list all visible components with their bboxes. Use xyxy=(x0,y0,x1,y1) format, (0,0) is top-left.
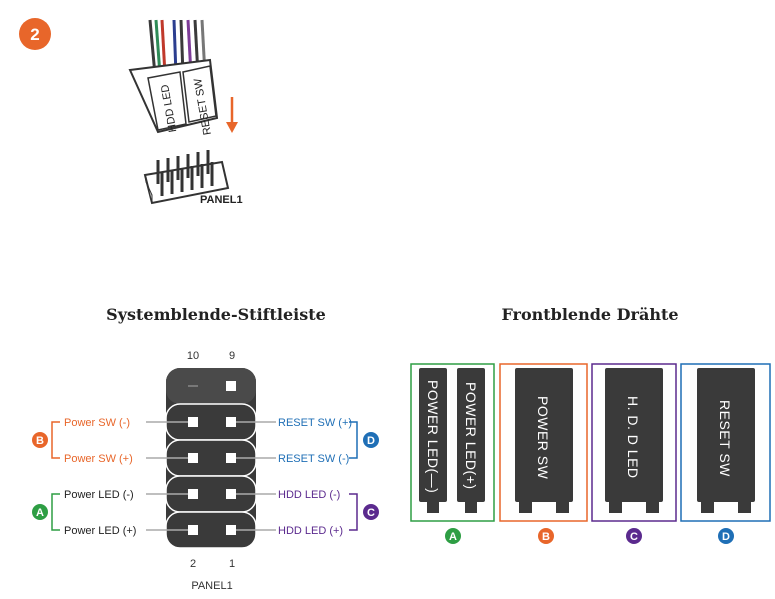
connector-reset-sw: RESET SW xyxy=(717,400,733,477)
badge-c-right xyxy=(626,528,642,544)
connector-power-led-minus: POWER LED(—) xyxy=(419,368,447,513)
pin-9 xyxy=(226,381,236,391)
badge-b-right xyxy=(538,528,554,544)
badge-c: C xyxy=(363,504,379,520)
lead-hdd-led-plus: HDD LED (+) xyxy=(278,525,343,537)
lead-power-led-plus: Power LED (+) xyxy=(64,525,136,537)
connector-power-led-plus: POWER LED(+) xyxy=(457,368,485,513)
pin xyxy=(226,417,236,427)
group-c-hdd-led: H. D. D LED C xyxy=(591,363,677,544)
svg-text:B: B xyxy=(36,435,44,447)
badge-d: D xyxy=(363,432,379,448)
group-d-reset-sw: RESET SW D xyxy=(680,363,771,544)
lead-reset-sw-plus: RESET SW (+) xyxy=(278,417,352,429)
left-lead-lines xyxy=(146,421,188,531)
pinout-title: Systemblende-Stiftleiste xyxy=(106,305,326,324)
badge-b: B xyxy=(32,432,48,448)
pinout-section: Systemblende-Stiftleiste 10 9 xyxy=(32,305,379,592)
connector-power-sw: POWER SW xyxy=(535,396,551,480)
svg-text:C: C xyxy=(630,531,638,543)
pin-number-2: 2 xyxy=(190,558,196,570)
bracket-d xyxy=(349,421,358,459)
lead-reset-sw-minus: RESET SW (-) xyxy=(278,453,349,465)
badge-a: A xyxy=(32,504,48,520)
pin-number-10: 10 xyxy=(187,350,199,362)
pin-1 xyxy=(226,525,236,535)
group-a-frame xyxy=(410,363,495,522)
bracket-c xyxy=(349,493,358,531)
svg-text:C: C xyxy=(367,507,375,519)
group-b-frame xyxy=(499,363,588,522)
group-c-frame xyxy=(591,363,677,522)
pin xyxy=(188,489,198,499)
lead-hdd-led-minus: HDD LED (-) xyxy=(278,489,340,501)
insert-arrow-icon xyxy=(226,97,238,133)
group-a-power-led: POWER LED(—) POWER LED(+) A xyxy=(410,363,495,544)
front-wires-title: Frontblende Drähte xyxy=(501,305,678,324)
bracket-b xyxy=(51,421,60,459)
connector-illustration: HDD LED RESET SW xyxy=(128,19,243,206)
group-b-power-sw: POWER SW B xyxy=(499,363,588,544)
lead-power-sw-minus: Power SW (-) xyxy=(64,417,130,429)
step-badge: 2 xyxy=(19,18,51,50)
panel-header-3d: PANEL1 xyxy=(143,150,243,206)
pin-number-1: 1 xyxy=(229,558,235,570)
header-label-panel1: PANEL1 xyxy=(191,580,232,592)
badge-d-right xyxy=(718,528,734,544)
svg-text:B: B xyxy=(542,531,550,543)
svg-text:A: A xyxy=(36,507,44,519)
connector-hdd-led: H. D. D LED xyxy=(625,396,641,479)
pin-2 xyxy=(188,525,198,535)
badge-a-right xyxy=(445,528,461,544)
pin xyxy=(188,417,198,427)
svg-text:D: D xyxy=(722,531,730,543)
svg-text:POWER LED(—): POWER LED(—) xyxy=(425,380,441,493)
lead-power-sw-plus: Power SW (+) xyxy=(64,453,133,465)
front-wires-section: Frontblende Drähte POWER LED(—) POWER LE… xyxy=(410,305,771,544)
pin xyxy=(226,489,236,499)
lead-power-led-minus: Power LED (-) xyxy=(64,489,134,501)
bracket-a xyxy=(51,493,60,531)
front-connector: HDD LED RESET SW xyxy=(128,58,219,136)
pin xyxy=(226,453,236,463)
pin-header xyxy=(165,368,257,549)
svg-text:A: A xyxy=(449,531,457,543)
header-label-top: PANEL1 xyxy=(200,194,243,206)
pin xyxy=(188,453,198,463)
group-d-frame xyxy=(680,363,771,522)
svg-text:POWER LED(+): POWER LED(+) xyxy=(463,382,479,490)
svg-text:D: D xyxy=(367,435,375,447)
pin-number-9: 9 xyxy=(229,350,235,362)
right-lead-lines xyxy=(236,421,276,531)
step-number: 2 xyxy=(30,25,39,44)
